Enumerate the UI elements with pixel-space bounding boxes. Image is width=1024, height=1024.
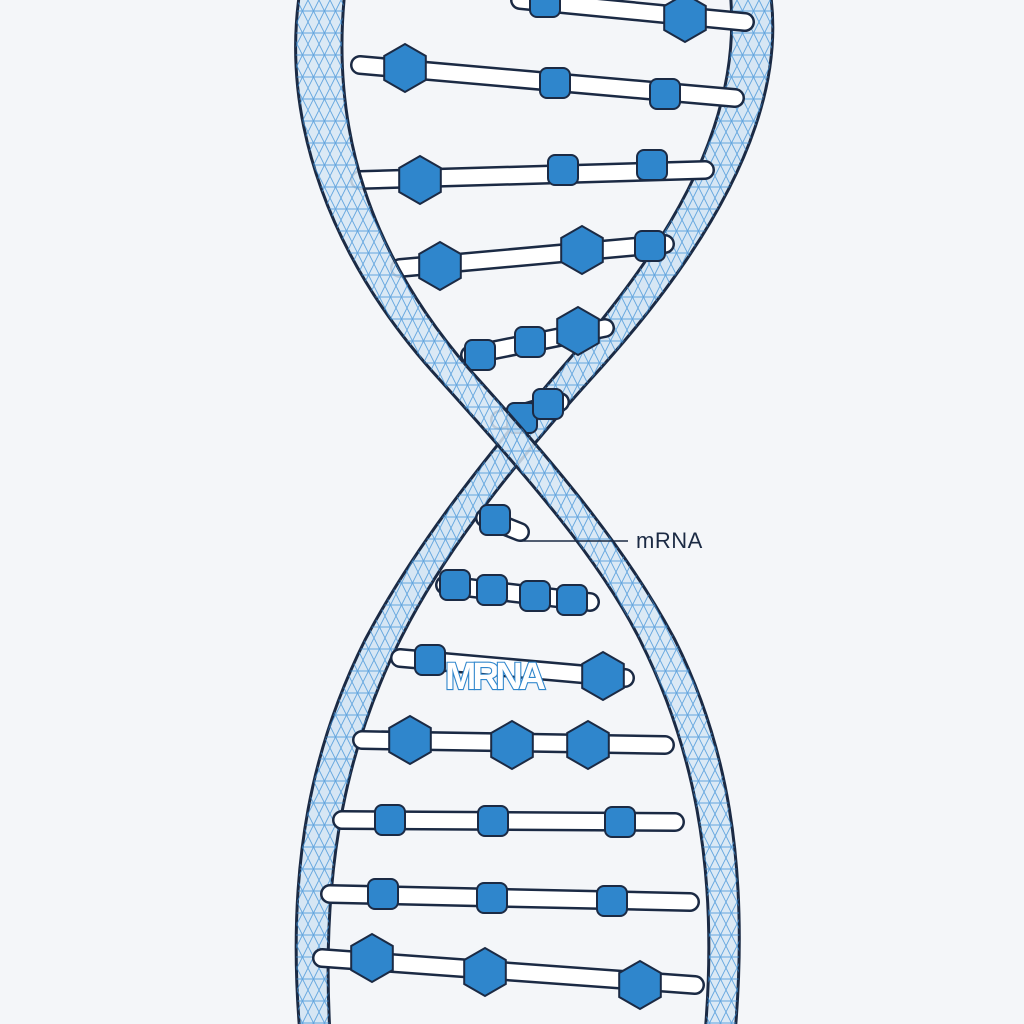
base-block xyxy=(414,644,446,676)
base-block xyxy=(479,504,511,536)
base-pair-rung xyxy=(475,504,530,542)
base-block xyxy=(477,805,509,837)
base-block xyxy=(532,388,564,420)
nucleotide-node xyxy=(663,0,707,44)
base-pair-rung xyxy=(460,305,615,371)
base-block xyxy=(464,339,496,371)
base-block xyxy=(604,806,636,838)
nucleotide-node xyxy=(566,719,610,771)
nucleotide-node xyxy=(350,932,394,984)
nucleotide-node xyxy=(398,154,442,206)
base-pair-rung xyxy=(312,932,705,1011)
base-pair-rung xyxy=(390,224,675,292)
base-block xyxy=(439,569,471,601)
mrna-callout: mRNA xyxy=(520,528,703,553)
base-pair-rung xyxy=(332,804,685,838)
base-pair-rung xyxy=(350,149,715,206)
base-pair-rung xyxy=(320,878,700,917)
base-block xyxy=(649,78,681,110)
base-pair-rung xyxy=(510,0,755,44)
base-block xyxy=(634,230,666,262)
nucleotide-node xyxy=(618,959,662,1011)
nucleotide-node xyxy=(463,946,507,998)
base-pair-rung xyxy=(352,714,675,771)
base-block xyxy=(636,149,668,181)
base-block xyxy=(367,878,399,910)
base-pair-rung xyxy=(350,42,745,110)
base-block xyxy=(529,0,561,18)
base-block xyxy=(514,326,546,358)
base-block xyxy=(547,154,579,186)
nucleotide-node xyxy=(388,714,432,766)
nucleotide-node xyxy=(581,650,625,702)
nucleotide-node xyxy=(490,719,534,771)
helix-strand-back xyxy=(294,0,775,1024)
base-block xyxy=(374,804,406,836)
base-pair-rung xyxy=(390,644,635,702)
nucleotide-node xyxy=(556,305,600,357)
nucleotide-node xyxy=(383,42,427,94)
callout-label: mRNA xyxy=(636,528,703,553)
inner-strand-label: MRNA xyxy=(445,656,546,698)
base-block xyxy=(539,67,571,99)
base-pair-rung xyxy=(435,569,600,616)
nucleotide-node xyxy=(560,224,604,276)
base-block xyxy=(596,885,628,917)
helix-strand-front xyxy=(294,0,741,1024)
nucleotide-node xyxy=(418,240,462,292)
base-block xyxy=(476,574,508,606)
base-block xyxy=(476,882,508,914)
base-block xyxy=(556,584,588,616)
base-pair-rungs xyxy=(312,0,755,1011)
base-block xyxy=(519,580,551,612)
